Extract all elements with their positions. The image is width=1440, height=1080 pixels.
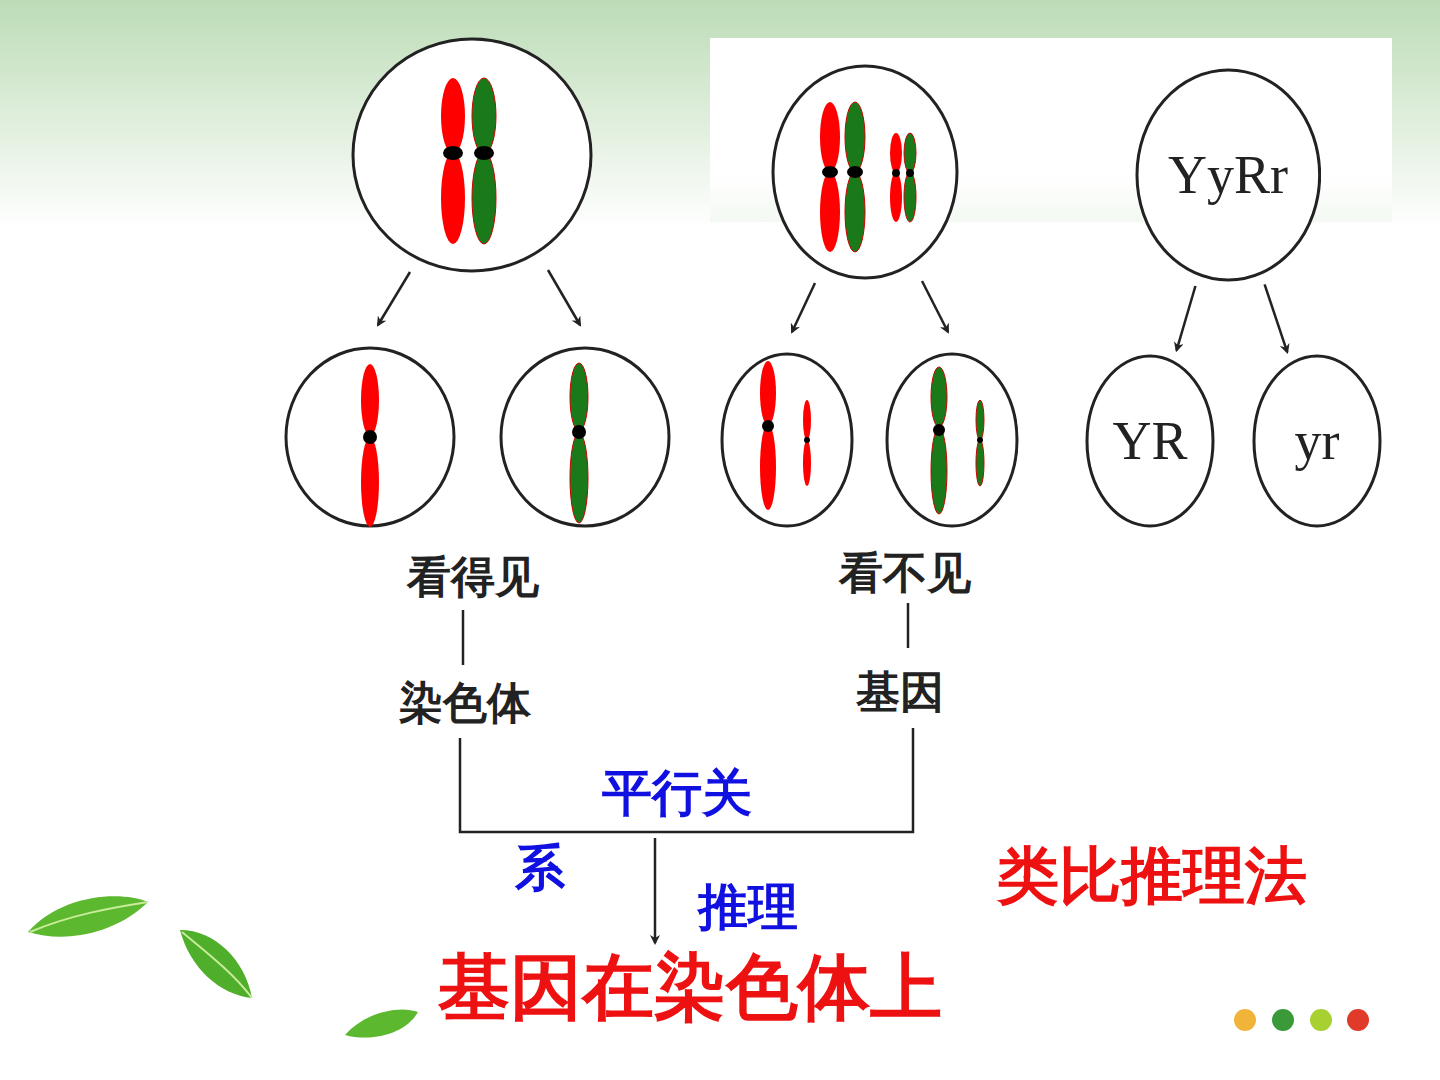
arrow-connector [1265,284,1288,352]
text-label: 平行关 [602,766,752,821]
text-label: 基因在染色体上 [438,948,942,1027]
text-label: 看不见 [839,549,971,597]
gene-text: YyRr [1168,144,1288,206]
cell-circle: YyRr [1135,68,1322,282]
gene-text: yr [1295,410,1340,472]
gene-text: YR [1112,410,1187,472]
text-label: 推理 [698,880,798,935]
text-label: 类比推理法 [997,842,1307,910]
text-label: 染色体 [399,679,531,727]
cell-circle: yr [1252,354,1382,528]
text-label: 系 [515,841,565,896]
text-label: 基因 [856,668,944,716]
text-label: 看得见 [407,553,539,601]
cell-circle: YR [1085,354,1215,528]
arrow-connector [1177,286,1196,350]
